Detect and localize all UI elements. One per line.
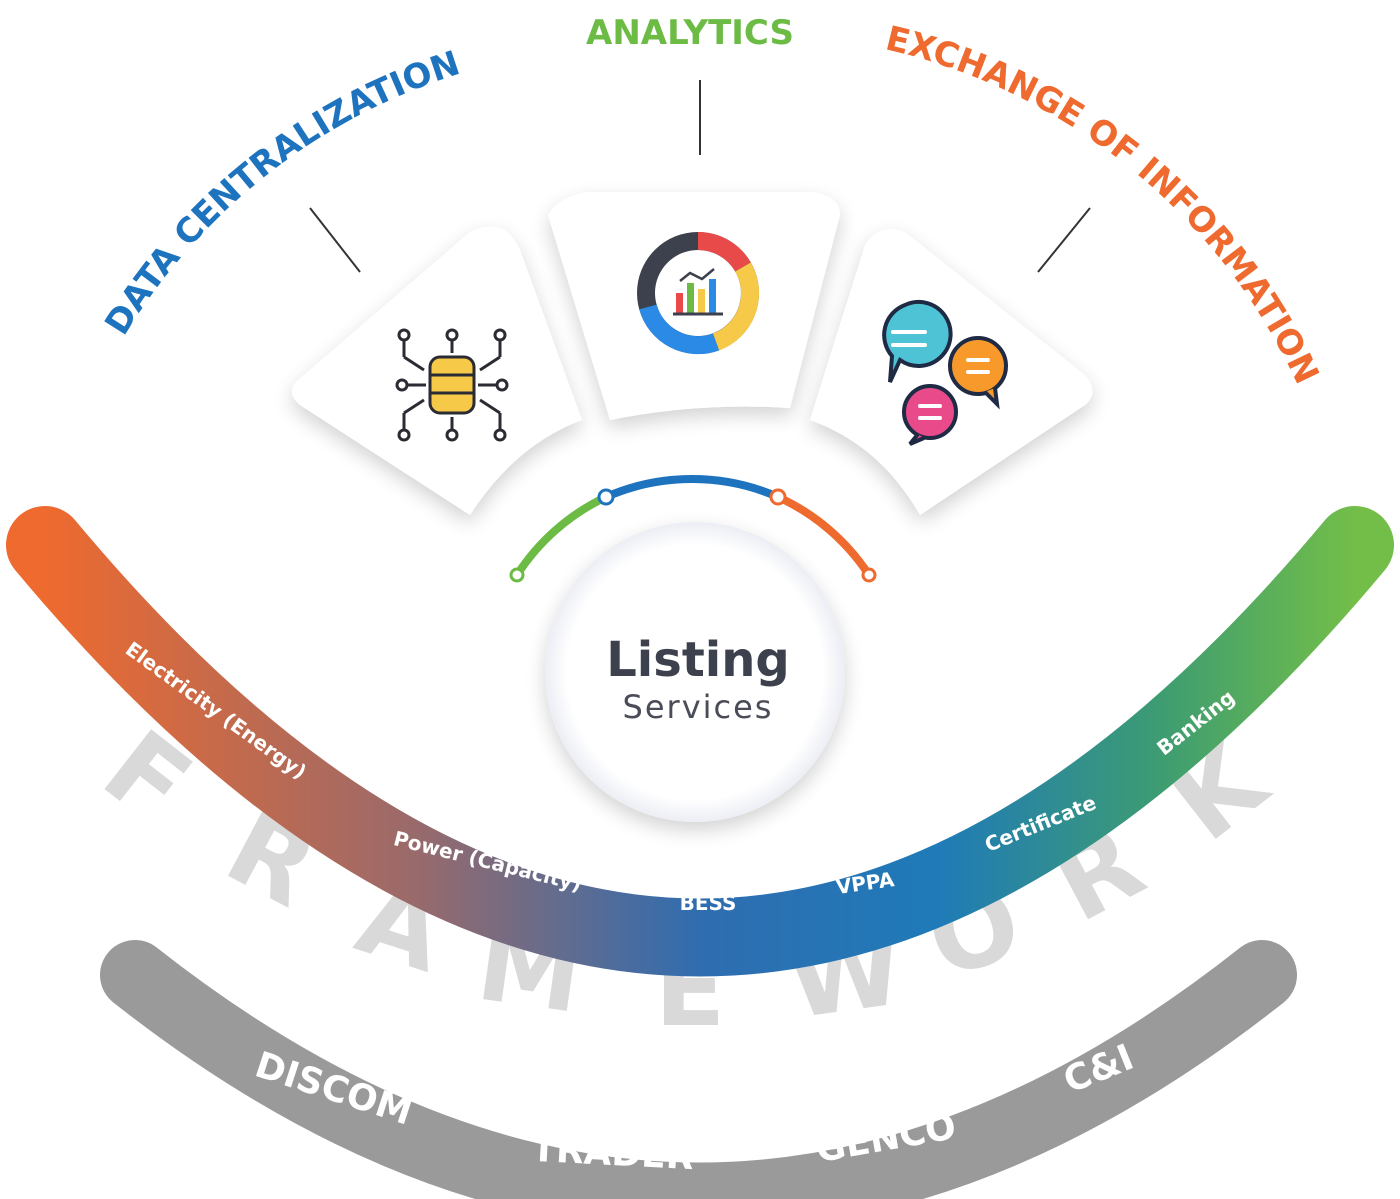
chat-bubbles-icon [882,299,1008,446]
database-network-icon [395,328,509,442]
connector-line-left [309,207,361,273]
heading-analytics: ANALYTICS [586,13,794,53]
center-subtitle: Services [623,688,774,726]
participant-band [100,940,1297,1199]
product-label: BESS [680,891,737,915]
participant-label: TRADER [530,1129,694,1178]
center-circle [545,522,845,822]
analytics-donut-chart-icon [637,232,760,355]
connector-line-right [1037,207,1091,273]
product-band [6,506,1394,977]
tricolor-arc [509,475,877,583]
center-title: Listing [606,632,790,688]
